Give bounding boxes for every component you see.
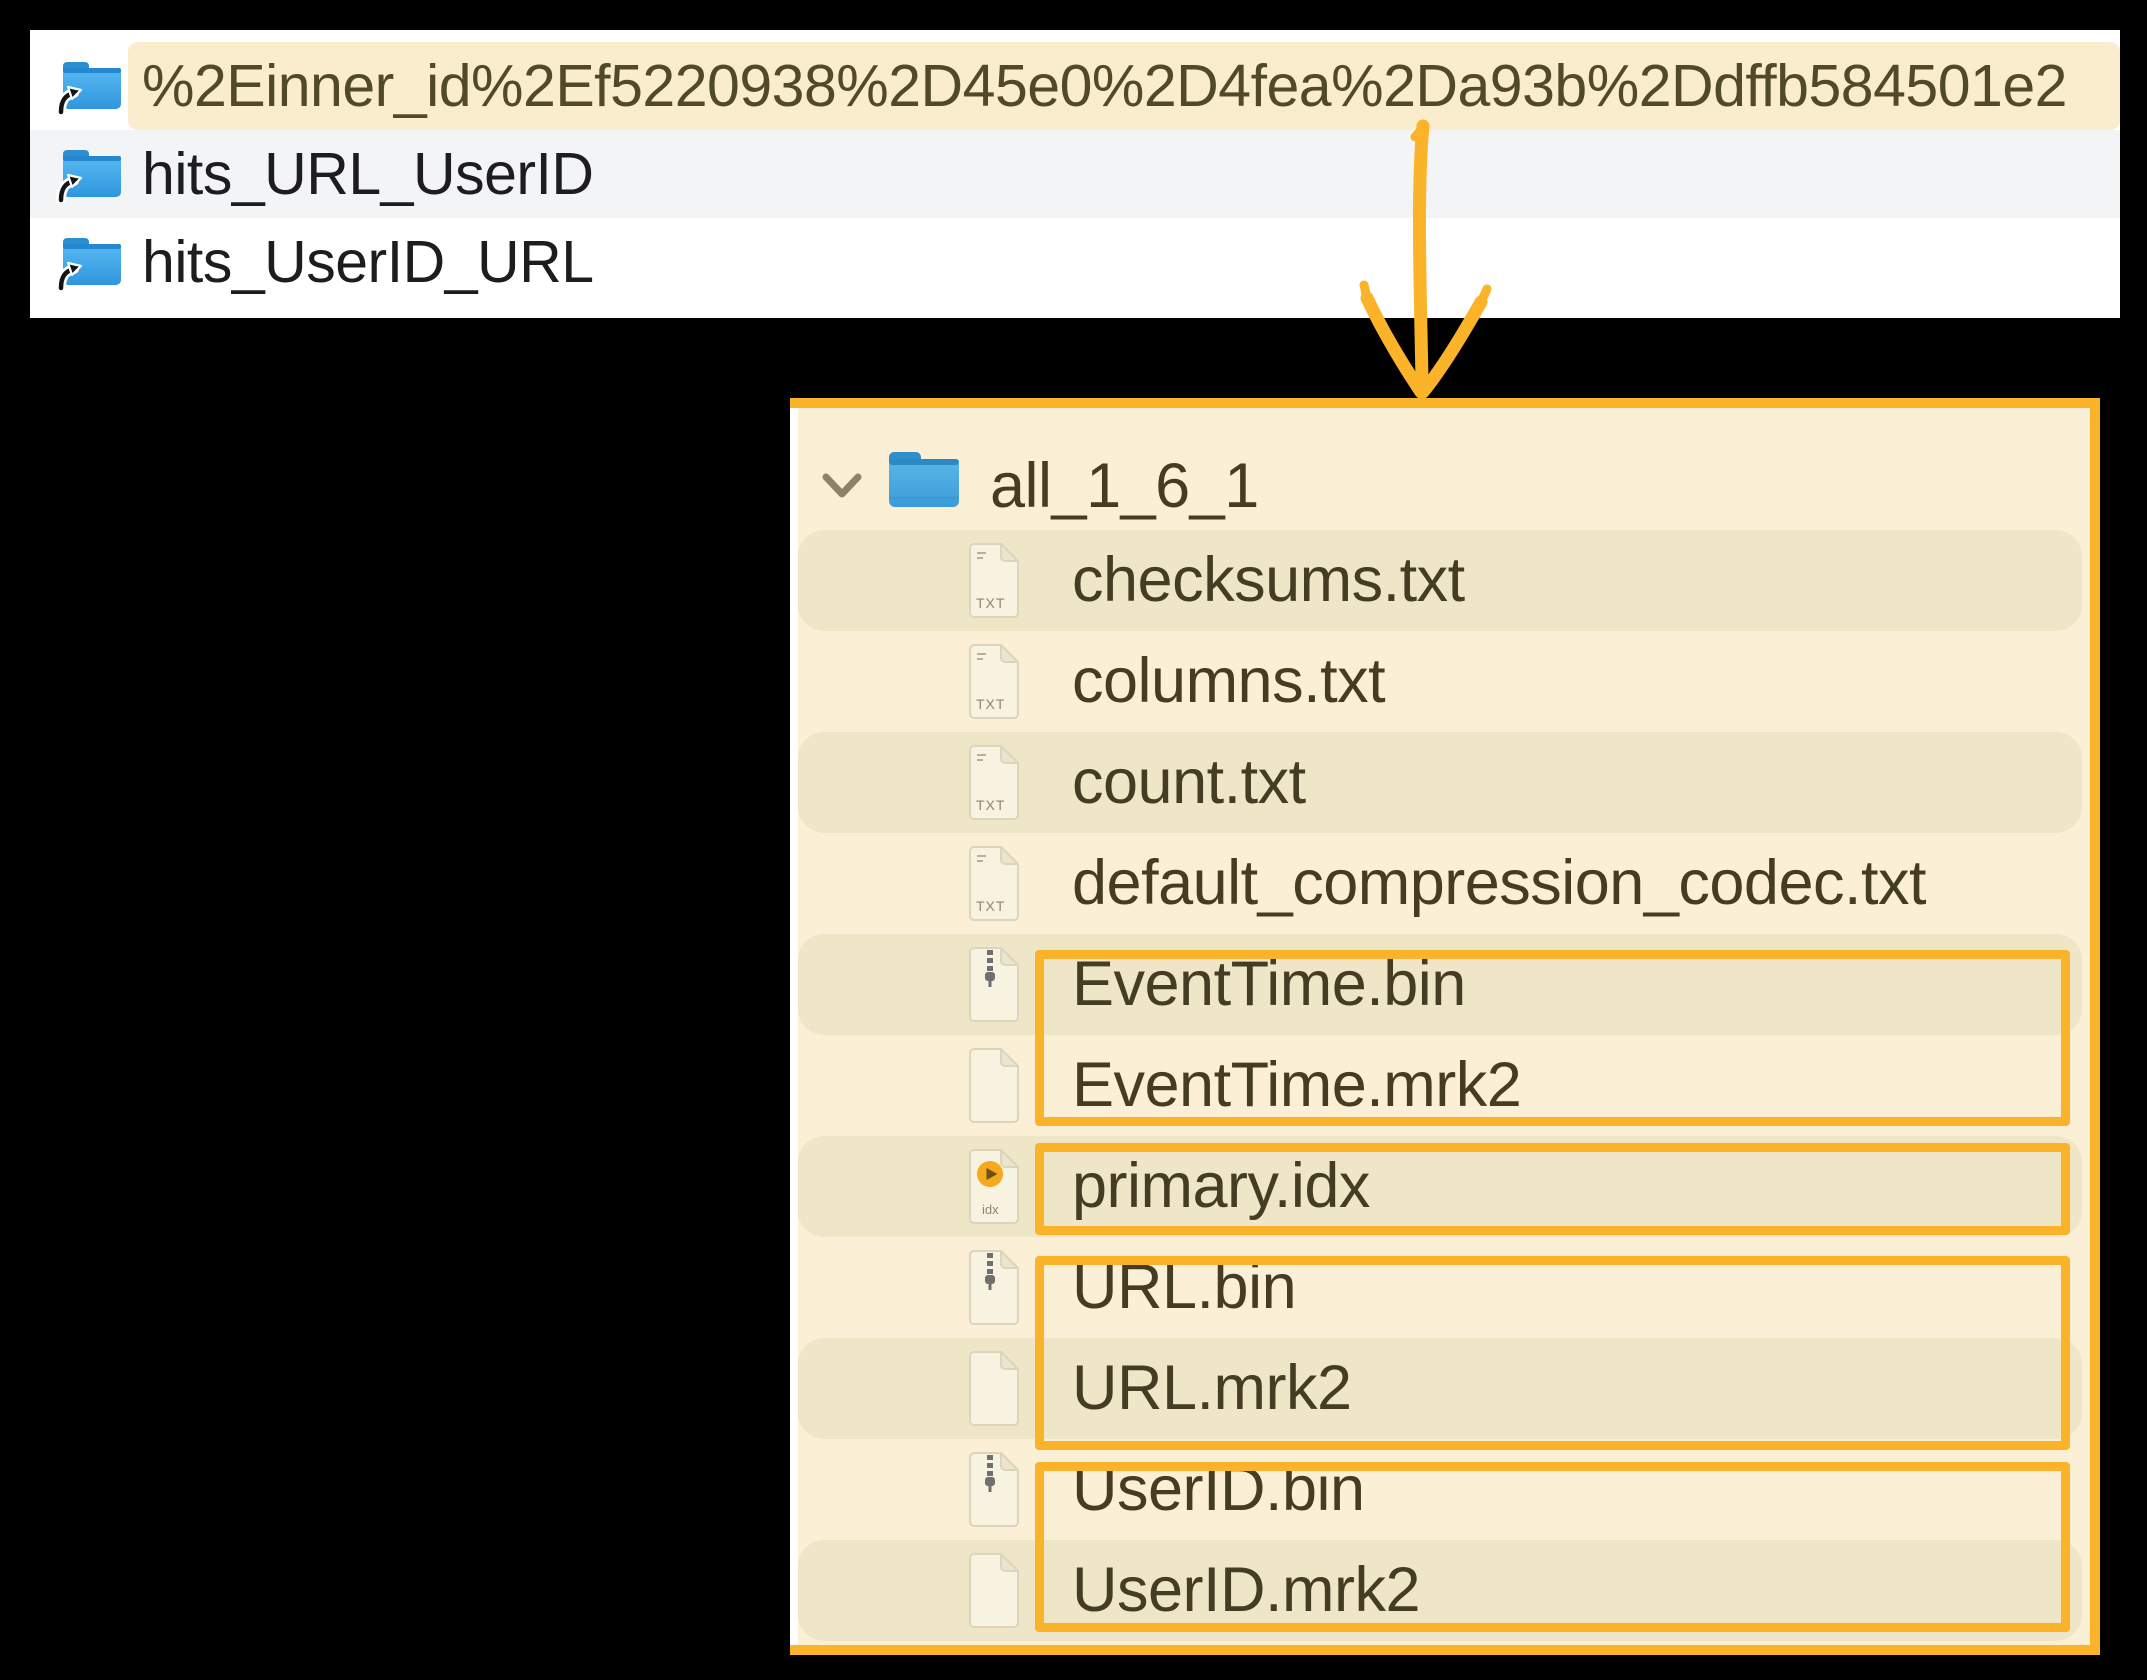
- file-name: URL.mrk2: [1072, 1353, 1352, 1423]
- finder-folder-list-panel: %2Einner_id%2Ef5220938%2D45e0%2D4fea%2Da…: [30, 30, 2120, 318]
- txt-file-icon: TXT: [965, 743, 1023, 821]
- alias-folder-icon: [56, 232, 124, 293]
- svg-text:TXT: TXT: [976, 797, 1005, 813]
- file-name: UserID.bin: [1072, 1454, 1365, 1524]
- tree-row-file[interactable]: EventTime.mrk2: [790, 1035, 2090, 1136]
- txt-file-icon: TXT: [965, 844, 1023, 922]
- folder-name: hits_UserID_URL: [142, 229, 594, 295]
- file-name: UserID.mrk2: [1072, 1555, 1421, 1625]
- tree-row-file[interactable]: EventTime.bin: [790, 934, 2090, 1035]
- txt-file-icon: TXT: [965, 642, 1023, 720]
- alias-arrow-badge-icon: [55, 173, 85, 208]
- alias-folder-icon: [56, 144, 124, 205]
- tree-row-file[interactable]: UserID.bin: [790, 1439, 2090, 1540]
- svg-text:TXT: TXT: [976, 595, 1005, 611]
- selected-row-highlight: [128, 42, 2120, 130]
- annotation-arrow-down-icon: [1359, 119, 1492, 399]
- folder-name: %2Einner_id%2Ef5220938%2D45e0%2D4fea%2Da…: [142, 53, 2067, 119]
- tree-row-file[interactable]: TXT checksums.txt: [790, 530, 2090, 631]
- window-edge: [790, 408, 798, 1645]
- alias-arrow-badge-icon: [55, 261, 85, 296]
- file-name: checksums.txt: [1072, 545, 1465, 615]
- file-name: columns.txt: [1072, 646, 1386, 716]
- file-name: default_compression_codec.txt: [1072, 848, 1927, 918]
- bin-file-icon: [965, 1248, 1023, 1326]
- bin-file-icon: [965, 945, 1023, 1023]
- tree-row-file[interactable]: TXT count.txt: [790, 732, 2090, 833]
- folder-row-hits-url-userid[interactable]: hits_URL_UserID: [30, 130, 2120, 218]
- svg-text:idx: idx: [982, 1202, 999, 1217]
- folder-icon: [885, 445, 963, 511]
- svg-text:TXT: TXT: [976, 898, 1005, 914]
- mrk2-file-icon: [965, 1551, 1023, 1629]
- part-directory-tree-panel: all_1_6_1 TXT checksums.txt: [790, 398, 2100, 1655]
- file-name: EventTime.bin: [1072, 949, 1466, 1019]
- txt-file-icon: TXT: [965, 541, 1023, 619]
- tree-row-file[interactable]: idx primary.idx: [790, 1136, 2090, 1237]
- tree-row-file[interactable]: UserID.mrk2: [790, 1540, 2090, 1641]
- alias-arrow-badge-icon: [55, 85, 85, 120]
- file-name: URL.bin: [1072, 1252, 1297, 1322]
- tree-file-rows: TXT checksums.txt TXT columns.txt: [790, 530, 2090, 1641]
- bin-file-icon: [965, 1450, 1023, 1528]
- folder-row-hits-userid-url[interactable]: hits_UserID_URL: [30, 218, 2120, 306]
- mrk2-file-icon: [965, 1349, 1023, 1427]
- file-name: EventTime.mrk2: [1072, 1050, 1522, 1120]
- chevron-down-icon[interactable]: [822, 473, 862, 499]
- folder-name: all_1_6_1: [990, 451, 1259, 521]
- tree-row-file[interactable]: URL.bin: [790, 1237, 2090, 1338]
- tree-row-file[interactable]: TXT default_compression_codec.txt: [790, 833, 2090, 934]
- alias-folder-icon: [56, 56, 124, 117]
- svg-text:TXT: TXT: [976, 696, 1005, 712]
- folder-name: hits_URL_UserID: [142, 141, 594, 207]
- file-name: count.txt: [1072, 747, 1306, 817]
- file-name: primary.idx: [1072, 1151, 1370, 1221]
- tree-row-file[interactable]: URL.mrk2: [790, 1338, 2090, 1439]
- folder-row-inner-id[interactable]: %2Einner_id%2Ef5220938%2D45e0%2D4fea%2Da…: [30, 42, 2120, 130]
- mrk2-file-icon: [965, 1046, 1023, 1124]
- tree-row-file[interactable]: TXT columns.txt: [790, 631, 2090, 732]
- idx-file-icon: idx: [965, 1147, 1023, 1225]
- tree-row-root-folder[interactable]: all_1_6_1: [790, 445, 2090, 530]
